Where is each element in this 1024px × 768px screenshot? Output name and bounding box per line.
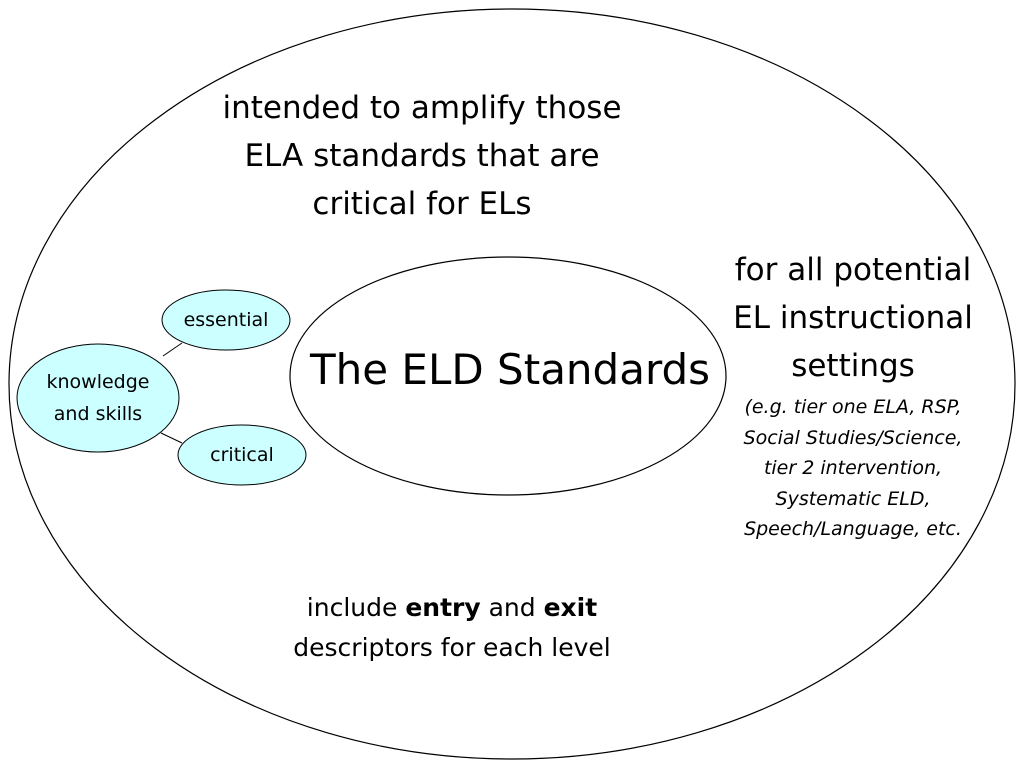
knowledge-line-2: and skills [53, 403, 143, 425]
example-line-4: Systematic ELD, [775, 487, 931, 510]
example-line-5: Speech/Language, etc. [744, 518, 962, 540]
amplify-line-1: intended to amplify those [222, 90, 622, 126]
node-critical [177, 424, 307, 486]
example-line-1: (e.g. tier one ELA, RSP, [744, 396, 962, 418]
descriptors-line-2: descriptors for each level [293, 633, 611, 662]
descriptors-line-1: include entry and exit [252, 588, 652, 628]
amplify-line-2: ELA standards that are [244, 138, 600, 174]
connector-critical [160, 432, 183, 444]
knowledge-label: knowledge and skills [16, 366, 180, 430]
example-line-2: Social Studies/Science, [743, 426, 963, 449]
descriptors-text: include entry and exit descriptors for e… [252, 588, 652, 668]
outer-ellipse [8, 8, 1016, 760]
essential-label: essential [183, 309, 269, 331]
exit-word: exit [543, 593, 598, 622]
knowledge-line-1: knowledge [46, 371, 150, 393]
node-knowledge-and-skills [16, 343, 180, 453]
settings-line-1: for all potential [734, 252, 972, 288]
settings-line-3: settings [791, 348, 915, 384]
center-title: The ELD Standards [309, 345, 711, 394]
example-line-3: tier 2 intervention, [763, 457, 943, 479]
center-ellipse [289, 256, 727, 496]
connector-essential [162, 342, 183, 357]
entry-word: entry [405, 593, 481, 622]
descriptors-part-2: and [480, 593, 544, 622]
settings-text: for all potential EL instructional setti… [700, 246, 1006, 390]
critical-label: critical [210, 444, 274, 466]
descriptors-part-1: include [306, 593, 406, 622]
settings-line-2: EL instructional [733, 300, 973, 336]
node-essential [161, 289, 291, 351]
amplify-line-3: critical for ELs [312, 186, 532, 222]
amplify-text: intended to amplify those ELA standards … [172, 84, 672, 228]
settings-examples: (e.g. tier one ELA, RSP, Social Studies/… [700, 392, 1006, 545]
